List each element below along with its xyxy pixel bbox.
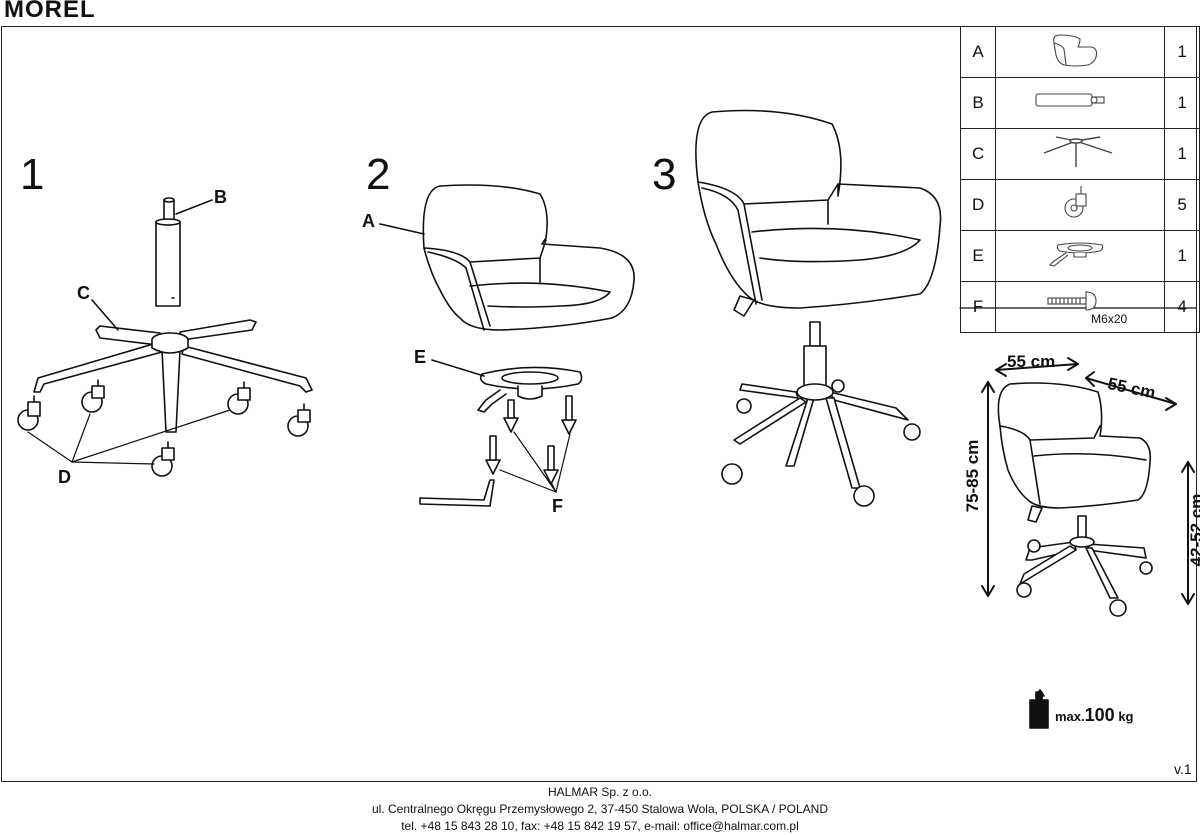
part-qty: 1 <box>1164 26 1200 78</box>
step3-drawing <box>695 109 942 507</box>
gas-lift-icon <box>995 77 1166 129</box>
footer-company: HALMAR Sp. z o.o. <box>547 785 653 799</box>
label-d: D <box>58 467 71 487</box>
max-load-value: 100 <box>1084 705 1115 725</box>
part-letter: D <box>959 179 997 231</box>
parts-row-f: F M6x20 4 <box>959 281 1200 333</box>
step2-drawing <box>379 184 635 507</box>
footer-address: ul. Centralnego Okręgu Przemysłowego 2, … <box>371 802 828 816</box>
version-label: v.1 <box>1174 761 1192 777</box>
bolts-f-drawing <box>485 395 577 485</box>
d-leader-lines <box>27 409 231 465</box>
weight-icon <box>1029 689 1049 729</box>
label-b: B <box>214 187 227 207</box>
product-title: MOREL <box>4 0 96 23</box>
dimension-width: 55 cm <box>1007 352 1056 371</box>
dimension-seat-height: 42-52 cm <box>1187 493 1200 567</box>
bolt-spec: M6x20 <box>1091 312 1128 326</box>
parts-row-a: A 1 <box>959 26 1200 78</box>
seat-shell-a-drawing <box>422 184 635 331</box>
mechanism-plate-icon <box>995 230 1166 282</box>
caster-wheel-icon <box>995 179 1166 231</box>
label-e: E <box>414 347 427 367</box>
star-base-c-drawing <box>33 319 313 433</box>
bolt-icon: M6x20 <box>995 281 1166 333</box>
parts-row-c: C 1 <box>959 128 1200 180</box>
footer-contact: tel. +48 15 843 28 10, fax: +48 15 842 1… <box>401 819 799 833</box>
part-letter: A <box>959 26 997 78</box>
parts-table: A 1 B 1 C 1 D <box>959 26 1200 333</box>
part-letter: B <box>959 77 997 129</box>
part-qty: 1 <box>1164 230 1200 282</box>
part-letter: F <box>959 281 997 333</box>
part-letter: E <box>959 230 997 282</box>
max-load-prefix: max. <box>1055 709 1085 724</box>
mechanism-plate-e-drawing <box>477 366 583 413</box>
gas-lift-b-drawing <box>155 197 181 307</box>
allen-key-drawing <box>419 479 495 507</box>
part-qty: 5 <box>1164 179 1200 231</box>
label-f: F <box>552 496 563 516</box>
casters-d-drawing <box>17 379 311 477</box>
max-load: max.100 kg <box>1055 705 1133 726</box>
parts-row-e: E 1 <box>959 230 1200 282</box>
step-number-1: 1 <box>20 150 45 199</box>
part-qty: 4 <box>1164 281 1200 333</box>
step1-drawing <box>17 197 313 477</box>
parts-row-d: D 5 <box>959 179 1200 231</box>
instruction-frame <box>1 26 1197 782</box>
label-a: A <box>362 211 375 231</box>
parts-row-b: B 1 <box>959 77 1200 129</box>
label-c: C <box>77 283 90 303</box>
seat-shell-icon <box>995 26 1166 78</box>
dimension-height: 75-85 cm <box>963 439 982 513</box>
step-number-3: 3 <box>652 150 677 199</box>
star-base-icon <box>995 128 1166 180</box>
dimension-view-drawing <box>997 382 1153 617</box>
part-letter: C <box>959 128 997 180</box>
dimension-arrows <box>981 357 1195 605</box>
max-load-unit: kg <box>1118 709 1134 724</box>
part-qty: 1 <box>1164 77 1200 129</box>
part-qty: 1 <box>1164 128 1200 180</box>
step-number-2: 2 <box>366 150 391 199</box>
